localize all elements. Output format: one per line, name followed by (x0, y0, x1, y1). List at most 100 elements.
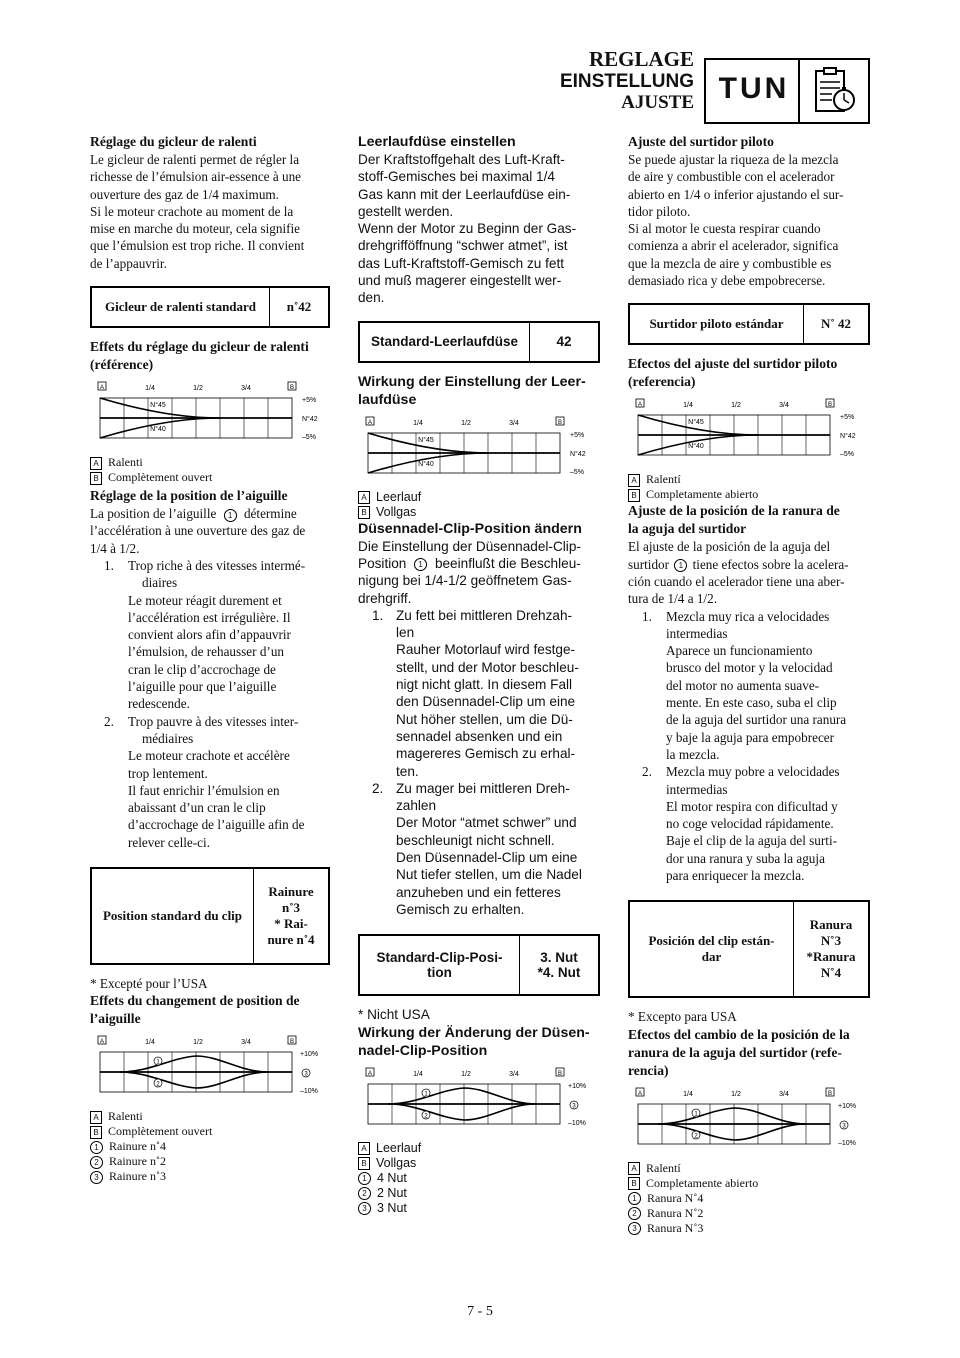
page-number: 7 - 5 (467, 1304, 493, 1319)
tick-quarter: 1/4 (413, 1071, 423, 1078)
marker-2-label: 2 (424, 1113, 428, 1119)
minus-label: –10% (838, 1140, 856, 1147)
fr-pilot-spec-label: Gicleur de ralenti standard (92, 288, 270, 327)
rich-curve (387, 1086, 537, 1105)
fr-effects-title-2: (référence) (90, 357, 154, 373)
rich-curve (119, 1055, 269, 1074)
fr-clip-spec-label: Position standard du clip (92, 869, 254, 964)
diagram-b-label: B (558, 420, 562, 426)
lean-curve (387, 1102, 537, 1121)
tick-quarter: 1/4 (413, 420, 423, 427)
es-clip-effects-title-2: ranura de la aguja del surtidor (refe- (628, 1044, 842, 1060)
minus-label: –10% (568, 1120, 586, 1127)
tick-three-quarter: 3/4 (779, 402, 789, 409)
es-needle-title-2: la aguja del surtidor (628, 521, 747, 537)
plus-label: +5% (840, 414, 854, 421)
marker-2 (691, 1130, 701, 1139)
es-pilot-spec-label: Surtidor piloto estándar (630, 305, 804, 344)
header-title-de: EINSTELLUNG (559, 71, 694, 92)
diagram-a-box (365, 416, 375, 426)
fr-pilot-spec-box: Gicleur de ralenti standard n˚42 (90, 286, 330, 329)
de-clip-spec-value: 3. Nut *4. Nut (537, 950, 581, 981)
fr-item-2: 2. Trop pauvre à des vitesses inter- méd… (104, 713, 305, 850)
marker-1 (421, 1088, 431, 1097)
de-clip-spec-label: Standard-Clip-Posi- tion (360, 936, 520, 995)
tick-three-quarter: 3/4 (241, 385, 251, 392)
section-code: TUN (718, 72, 790, 105)
fr-clip-spec-value: Rainure n˚3 * Rai- nure n˚4 (267, 884, 315, 948)
de-clip-effects-title: Wirkung der Änderung der Düsen- (358, 1024, 590, 1041)
marker-3-label: 3 (842, 1123, 846, 1129)
lower-jet-label: N°40 (688, 442, 704, 450)
diagram-a-label: A (100, 1039, 104, 1045)
diagram-a-box (97, 1035, 107, 1045)
fr-clip-spec-box: Position standard du clip Rainure n˚3 * … (90, 867, 330, 966)
tick-quarter: 1/4 (683, 402, 693, 409)
fr-pilot-text: Le gicleur de ralenti permet de régler l… (90, 152, 305, 271)
es-note: * Excepto para USA (628, 1009, 737, 1025)
plus-label: +10% (568, 1083, 586, 1090)
header-title-es: AJUSTE (621, 92, 694, 113)
fr-effects-title: Effets du réglage du gicleur de ralenti (90, 339, 309, 355)
es-needle-title: Ajuste de la posición de la ranura de (628, 503, 840, 519)
fr-needle-title: Réglage de la position de l’aiguille (90, 488, 288, 504)
lean-curve (657, 1122, 807, 1141)
lean-curve (119, 1071, 269, 1090)
es-clip-effects-title: Efectos del cambio de la posición de la (628, 1026, 850, 1042)
de-needle-intro: Die Einstellung der Düsennadel-Clip- Pos… (358, 538, 581, 606)
es-clip-effects-title-3: rencia) (628, 1062, 669, 1078)
es-effects-title: Efectos del ajuste del surtidor piloto (628, 356, 838, 372)
marker-3 (569, 1100, 579, 1109)
diagram-a-label: A (638, 1091, 642, 1097)
diagram-a-box (635, 398, 645, 408)
column-spanish: Ajuste del surtidor piloto Se puede ajus… (628, 133, 870, 1236)
de-item-1: 1. Zu fett bei mittleren Drehzah- len Ra… (372, 607, 579, 779)
diagram-a-box (365, 1067, 375, 1076)
es-pilot-spec-value: N˚ 42 (821, 316, 851, 332)
tick-three-quarter: 3/4 (509, 1071, 519, 1078)
tick-quarter: 1/4 (145, 385, 155, 392)
diagram-b-label: B (828, 1091, 832, 1097)
de-needle-title: Düsennadel-Clip-Position ändern (358, 520, 582, 537)
fr-note: * Excepté pour l’USA (90, 976, 208, 992)
de-effects-title-2: laufdüse (358, 391, 417, 408)
diagram-b-box (287, 381, 297, 391)
plus-label: +5% (302, 397, 316, 404)
es-pilot-text: Se puede ajustar la riqueza de la mezcla… (628, 152, 844, 289)
mid-label: N°42 (840, 432, 856, 440)
de-pilot-spec-label: Standard-Leerlaufdüse (360, 322, 530, 361)
de-clip-spec-box: Standard-Clip-Posi- tion 3. Nut *4. Nut (358, 934, 600, 997)
mid-label: N°42 (570, 450, 586, 458)
header-title-fr: REGLAGE (588, 47, 694, 71)
plus-label: +10% (300, 1051, 318, 1058)
marker-3-label: 3 (304, 1072, 308, 1078)
tick-quarter: 1/4 (683, 1091, 693, 1098)
column-german: Leerlaufdüse einstellen Der Kraftstoffge… (358, 133, 600, 1216)
marker-1 (153, 1056, 163, 1066)
diagram-b-box (825, 1087, 835, 1097)
marker-1-label: 1 (156, 1060, 160, 1066)
es-item-1: 1. Mezcla muy rica a velocidades interme… (642, 608, 847, 762)
diagram-b-box (287, 1035, 297, 1045)
upper-jet-label: N°45 (418, 436, 434, 444)
de-note: * Nicht USA (358, 1007, 430, 1023)
fr-needle-intro: La position de l’aiguille 1 détermine l’… (90, 506, 306, 556)
